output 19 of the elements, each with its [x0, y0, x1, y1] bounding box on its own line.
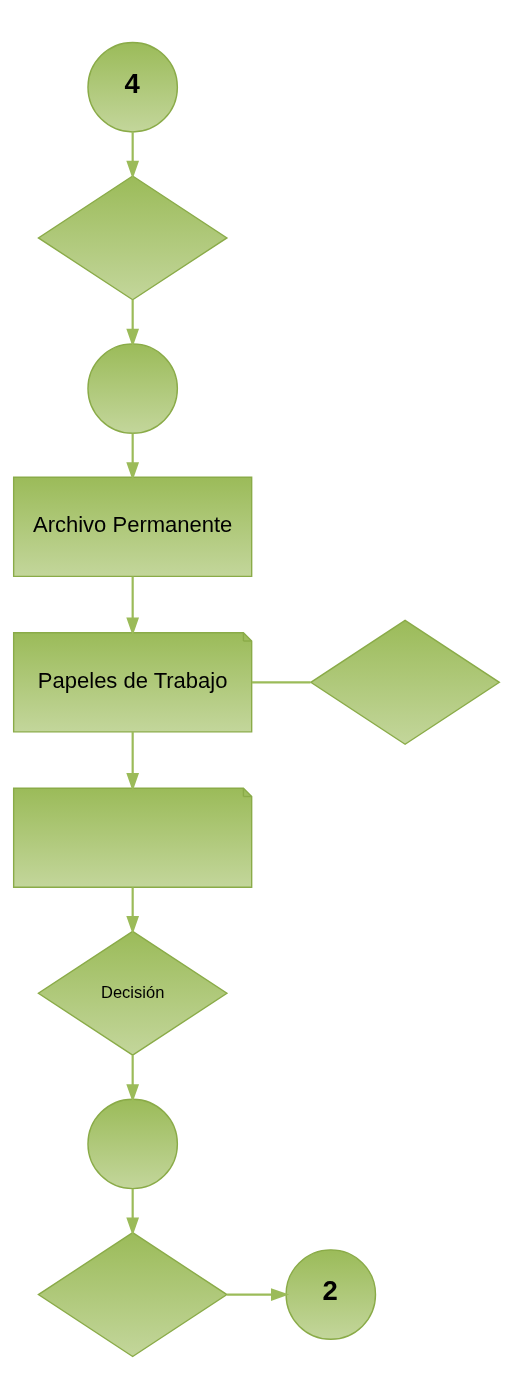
arrow: [126, 1188, 140, 1236]
node-diamond: [37, 174, 229, 301]
arrow: [126, 299, 140, 347]
node-diamond: [37, 1231, 229, 1357]
node-box: Archivo Permanente: [12, 476, 253, 577]
arrow: [126, 433, 140, 481]
node-circle: 2: [285, 1248, 377, 1340]
node-circle: 4: [87, 41, 179, 133]
arrow: [126, 887, 140, 934]
arrow: [126, 1054, 140, 1102]
connector: [251, 680, 311, 683]
arrow: [126, 576, 140, 636]
arrow: [126, 731, 140, 791]
arrow: [227, 1287, 290, 1301]
node-diamond: Decisión: [37, 930, 229, 1056]
node-diamond: [309, 619, 501, 745]
node-circle: [87, 1098, 179, 1189]
arrow: [126, 131, 140, 179]
node-circle: [87, 342, 179, 434]
